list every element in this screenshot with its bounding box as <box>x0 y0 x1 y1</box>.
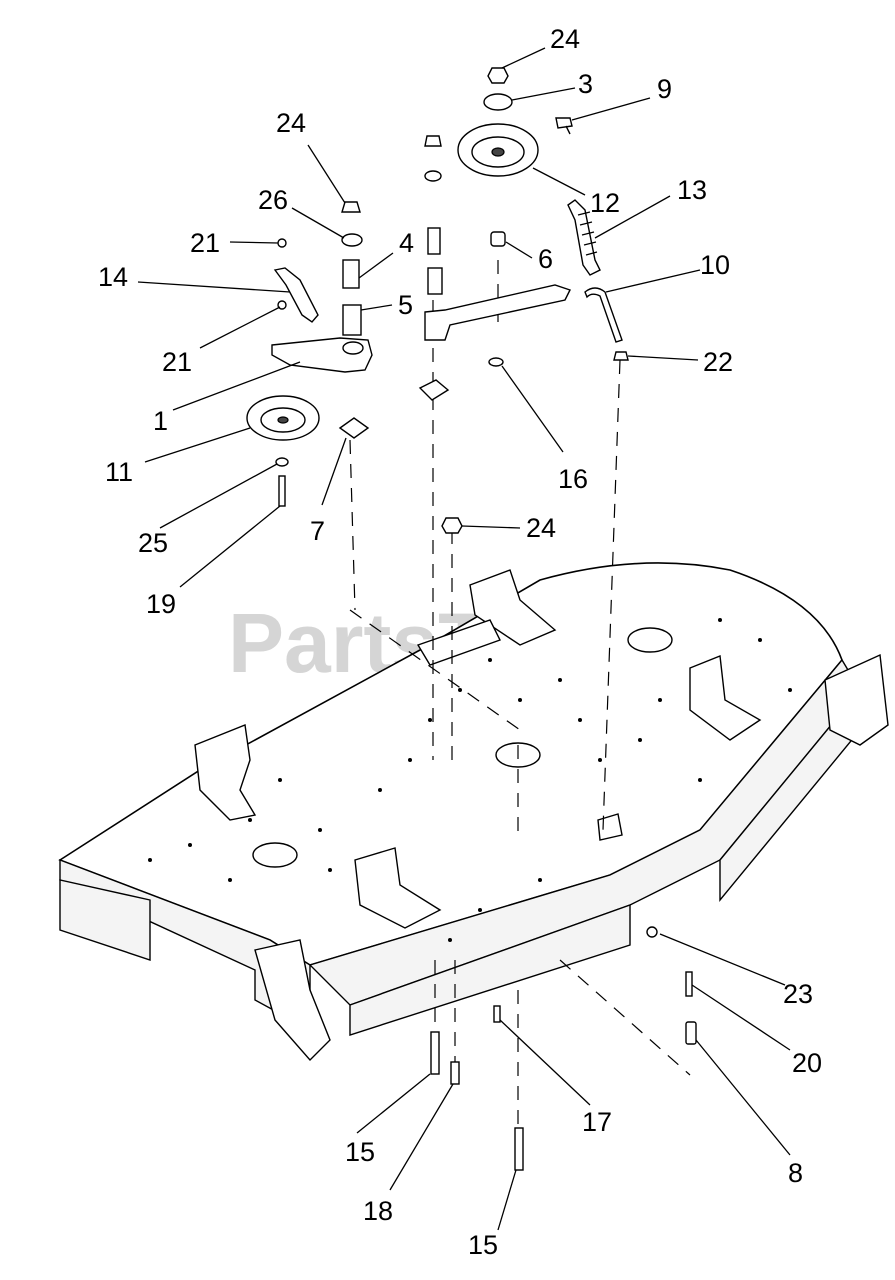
alignment-lines <box>349 260 691 1130</box>
callout-1: 1 <box>153 406 168 436</box>
callout-9: 9 <box>657 74 672 104</box>
mower-deck <box>58 562 889 1062</box>
callout-10: 10 <box>700 250 730 280</box>
bracket-front-end <box>254 939 331 1062</box>
callout-17: 17 <box>582 1107 612 1137</box>
bolt-15-left <box>430 1031 440 1075</box>
leader-lines <box>137 47 791 1231</box>
washer-26 <box>341 233 363 247</box>
callout-25: 25 <box>138 528 168 558</box>
callout-13: 13 <box>677 175 707 205</box>
bolt-9 <box>555 117 573 135</box>
callout-18: 18 <box>363 1196 393 1226</box>
callout-24-top: 24 <box>550 24 580 54</box>
callout-8: 8 <box>788 1158 803 1188</box>
washer-25 <box>275 457 289 467</box>
callout-20: 20 <box>792 1048 822 1078</box>
callout-14: 14 <box>98 262 128 292</box>
callout-22: 22 <box>703 347 733 377</box>
nut-24-center-top <box>424 135 442 147</box>
bolt-18 <box>450 1061 460 1085</box>
spacer-3 <box>483 93 513 111</box>
pin-21-upper <box>277 238 287 248</box>
bushing-center-lower <box>427 267 443 295</box>
exploded-parts <box>246 67 697 1171</box>
callout-16: 16 <box>558 464 588 494</box>
eyebolt-10 <box>584 287 623 343</box>
callout-15-left: 15 <box>345 1137 375 1167</box>
spindle-opening-left <box>252 842 298 868</box>
callout-24-left: 24 <box>276 108 306 138</box>
callout-15-bottom: 15 <box>468 1230 498 1260</box>
callout-21-upper: 21 <box>190 228 220 258</box>
spindle-opening-right <box>627 627 673 653</box>
callout-12: 12 <box>590 188 620 218</box>
callout-26: 26 <box>258 185 288 215</box>
bracket-rear-left <box>469 569 557 646</box>
callout-7: 7 <box>310 516 325 546</box>
spring-14 <box>273 267 319 323</box>
idler-arm-mount <box>416 619 501 666</box>
callout-21-lower: 21 <box>162 347 192 377</box>
bushing-center-upper <box>427 227 441 255</box>
nut-24-lower <box>441 517 463 534</box>
nut-22 <box>613 351 629 361</box>
callout-4: 4 <box>399 228 414 258</box>
belt-guide <box>597 813 623 841</box>
idler-arm-1-boss <box>342 341 364 355</box>
pin-17 <box>493 1005 501 1023</box>
bushing-4 <box>342 259 360 289</box>
bracket-right-end <box>824 653 889 746</box>
pulley-11-hub <box>277 416 289 424</box>
nut-23 <box>646 926 658 938</box>
deck-channel-lower <box>349 904 631 1036</box>
spacer-6 <box>490 231 506 247</box>
bolt-19 <box>278 475 286 507</box>
deck-holes <box>148 618 792 942</box>
bolt-15-bottom <box>514 1127 524 1171</box>
bracket-front-left <box>194 724 257 821</box>
bushing-5 <box>342 304 362 336</box>
bracket-rear-right <box>689 655 762 741</box>
washer-center <box>424 170 442 182</box>
plate-center <box>418 379 450 401</box>
idler-arm <box>424 284 571 341</box>
callout-19: 19 <box>146 589 176 619</box>
pin-8 <box>685 1021 697 1045</box>
callout-5: 5 <box>398 290 413 320</box>
callout-24-lower: 24 <box>526 513 556 543</box>
nut-24-top <box>487 67 509 84</box>
spring-13 <box>567 199 601 276</box>
deck-top-surface <box>58 562 843 966</box>
nut-24-left <box>341 201 361 213</box>
callout-23: 23 <box>783 979 813 1009</box>
pin-20 <box>685 971 693 997</box>
washer-16 <box>488 357 504 367</box>
deck-left-panel <box>59 879 151 961</box>
callout-11: 11 <box>105 457 133 487</box>
plate-7 <box>338 417 370 439</box>
bracket-front-center <box>354 847 442 929</box>
pulley-12-hub <box>491 147 505 157</box>
callout-6: 6 <box>538 244 553 274</box>
callout-labels: 24 3 9 24 12 13 26 4 21 6 10 14 5 21 22 … <box>98 24 822 1260</box>
callout-3: 3 <box>578 69 593 99</box>
